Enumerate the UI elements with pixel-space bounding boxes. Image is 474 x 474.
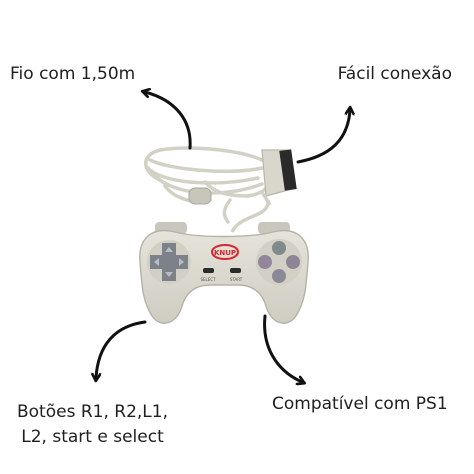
arrow-to-cable-icon [145,92,192,150]
dpad-right-icon [179,258,184,266]
ps1-connector [260,149,297,206]
start-label: START [230,277,243,282]
brand-logo: KNUP [211,244,239,260]
cross-button [272,269,286,283]
select-button [203,268,214,273]
dpad-down-icon [165,272,173,277]
triangle-button [272,241,286,255]
compatibility-label: Compatível com PS1 [272,394,448,414]
dpad-left-icon [154,258,159,266]
face-buttons [256,239,302,285]
buttons-label: Botões R1, R2,L1, L2, start e select [0,400,185,449]
buttons-label-line2: L2, start e select [21,426,164,447]
dpad-up-icon [165,247,173,252]
buttons-label-line1: Botões R1, R2,L1, [16,402,168,422]
controller: KNUP SELECT START [139,222,309,324]
circle-button [286,255,300,269]
square-button [258,255,272,269]
ferrite-core [188,187,212,205]
dpad [147,240,191,284]
arrow-to-compatible-icon [263,314,302,382]
easy-connection-label: Fácil conexão [337,64,452,84]
controller-cable-lead [230,199,270,233]
start-button [230,268,241,273]
svg-text:KNUP: KNUP [214,249,236,257]
arrow-to-connection-icon [296,110,350,164]
cable-length-label: Fio com 1,50m [10,64,136,84]
controller-cable [144,146,274,224]
select-label: SELECT [200,277,216,282]
arrow-to-buttons-icon [96,320,147,378]
